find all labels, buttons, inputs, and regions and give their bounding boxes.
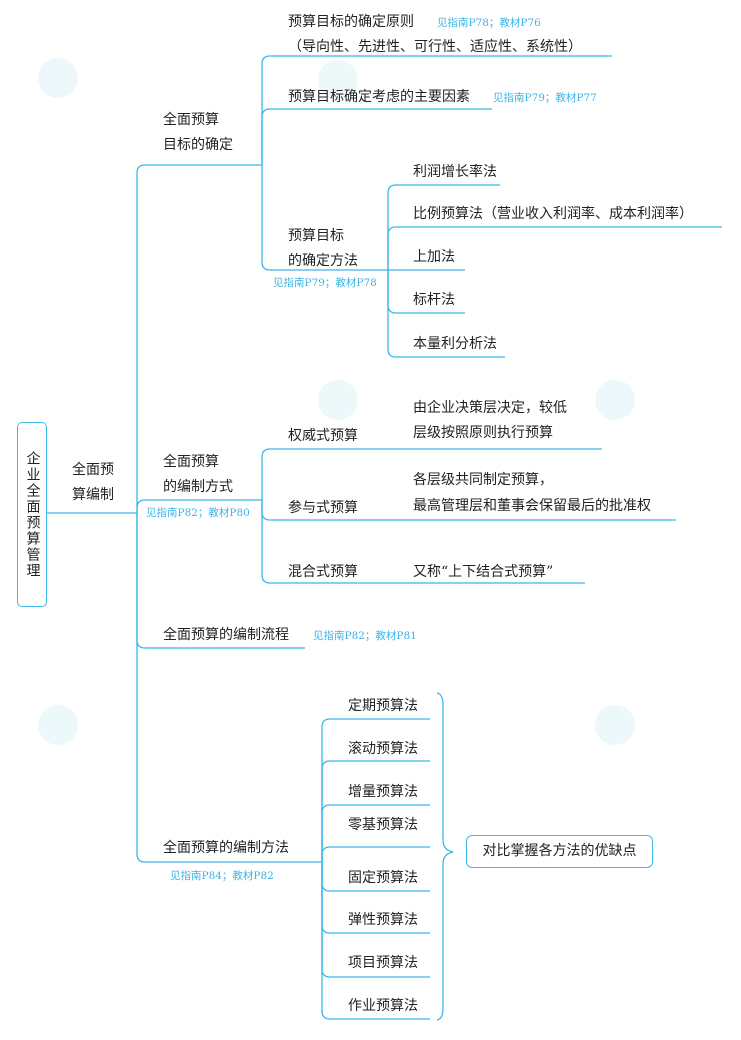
process-node[interactable]: 全面预算的编制流程 <box>163 627 289 643</box>
goal-methods-line2[interactable]: 的确定方法 <box>288 253 358 269</box>
watermark-logo-icon <box>38 58 78 98</box>
methods-node[interactable]: 全面预算的编制方法 <box>163 840 289 856</box>
mode-item-label[interactable]: 权威式预算 <box>288 428 358 444</box>
method-item[interactable]: 固定预算法 <box>348 870 418 886</box>
mode-item-label[interactable]: 混合式预算 <box>288 564 358 580</box>
goal-method-item[interactable]: 本量利分析法 <box>413 336 497 352</box>
principle-ref: 见指南P78；教材P76 <box>437 17 541 29</box>
watermark-logo-icon <box>318 380 358 420</box>
connector <box>321 760 430 862</box>
method-item[interactable]: 滚动预算法 <box>348 741 418 757</box>
mode-title-line2[interactable]: 的编制方式 <box>163 479 233 495</box>
connector <box>261 500 585 584</box>
methods-ref: 见指南P84；教材P82 <box>170 870 274 882</box>
method-item[interactable]: 增量预算法 <box>348 784 418 800</box>
connector <box>321 718 430 862</box>
mode-item-desc: 层级按照原则执行预算 <box>413 425 553 441</box>
watermark-logo-icon <box>595 380 635 420</box>
mode-title-line1[interactable]: 全面预算 <box>163 454 219 470</box>
mode-item-desc: 最高管理层和董事会保留最后的批准权 <box>413 498 651 514</box>
connector <box>136 164 262 513</box>
goal-title-line1[interactable]: 全面预算 <box>163 112 219 128</box>
level1-node[interactable]: 全面预算编制 <box>72 462 114 503</box>
factors-node[interactable]: 预算目标确定考虑的主要因素 <box>288 89 470 105</box>
connector <box>136 513 322 863</box>
connector <box>321 862 430 1020</box>
summary-box[interactable]: 对比掌握各方法的优缺点 <box>466 835 653 868</box>
method-item[interactable]: 弹性预算法 <box>348 912 418 928</box>
watermark-logo-icon <box>318 60 358 100</box>
brace-connector <box>436 692 454 1021</box>
root-node[interactable]: 企业全面预算管理 <box>17 422 47 607</box>
goal-methods-line1[interactable]: 预算目标 <box>288 228 344 244</box>
mode-item-desc: 又称“上下结合式预算” <box>413 564 554 580</box>
method-item[interactable]: 定期预算法 <box>348 698 418 714</box>
principle-node[interactable]: 预算目标的确定原则 <box>288 14 414 30</box>
connector <box>387 184 500 270</box>
goal-method-item[interactable]: 上加法 <box>413 249 455 265</box>
mode-ref: 见指南P82；教材P80 <box>146 507 250 519</box>
goal-methods-ref: 见指南P79；教材P78 <box>273 277 377 289</box>
goal-title-line2[interactable]: 目标的确定 <box>163 137 233 153</box>
connector <box>261 55 612 165</box>
connector <box>321 846 430 862</box>
mode-item-desc: 由企业决策层决定，较低 <box>413 400 567 416</box>
goal-method-item[interactable]: 比例预算法（营业收入利润率、成本利润率） <box>413 206 693 222</box>
method-item[interactable]: 作业预算法 <box>348 998 418 1014</box>
connector <box>387 226 722 270</box>
goal-method-item[interactable]: 标杆法 <box>413 292 455 308</box>
watermark-logo-icon <box>38 705 78 745</box>
principle-list: （导向性、先进性、可行性、适应性、系统性） <box>288 39 582 55</box>
connector <box>321 804 430 862</box>
factors-ref: 见指南P79；教材P77 <box>493 92 597 104</box>
connector <box>261 165 388 271</box>
connector <box>261 108 492 165</box>
method-item[interactable]: 零基预算法 <box>348 817 418 833</box>
mode-item-label[interactable]: 参与式预算 <box>288 500 358 516</box>
watermark-logo-icon <box>595 705 635 745</box>
goal-method-item[interactable]: 利润增长率法 <box>413 164 497 180</box>
connector <box>261 448 602 500</box>
process-ref: 见指南P82；教材P81 <box>313 630 417 642</box>
connector <box>136 499 262 513</box>
connector <box>387 270 505 358</box>
method-item[interactable]: 项目预算法 <box>348 955 418 971</box>
mode-item-desc: 各层级共同制定预算， <box>413 472 553 488</box>
